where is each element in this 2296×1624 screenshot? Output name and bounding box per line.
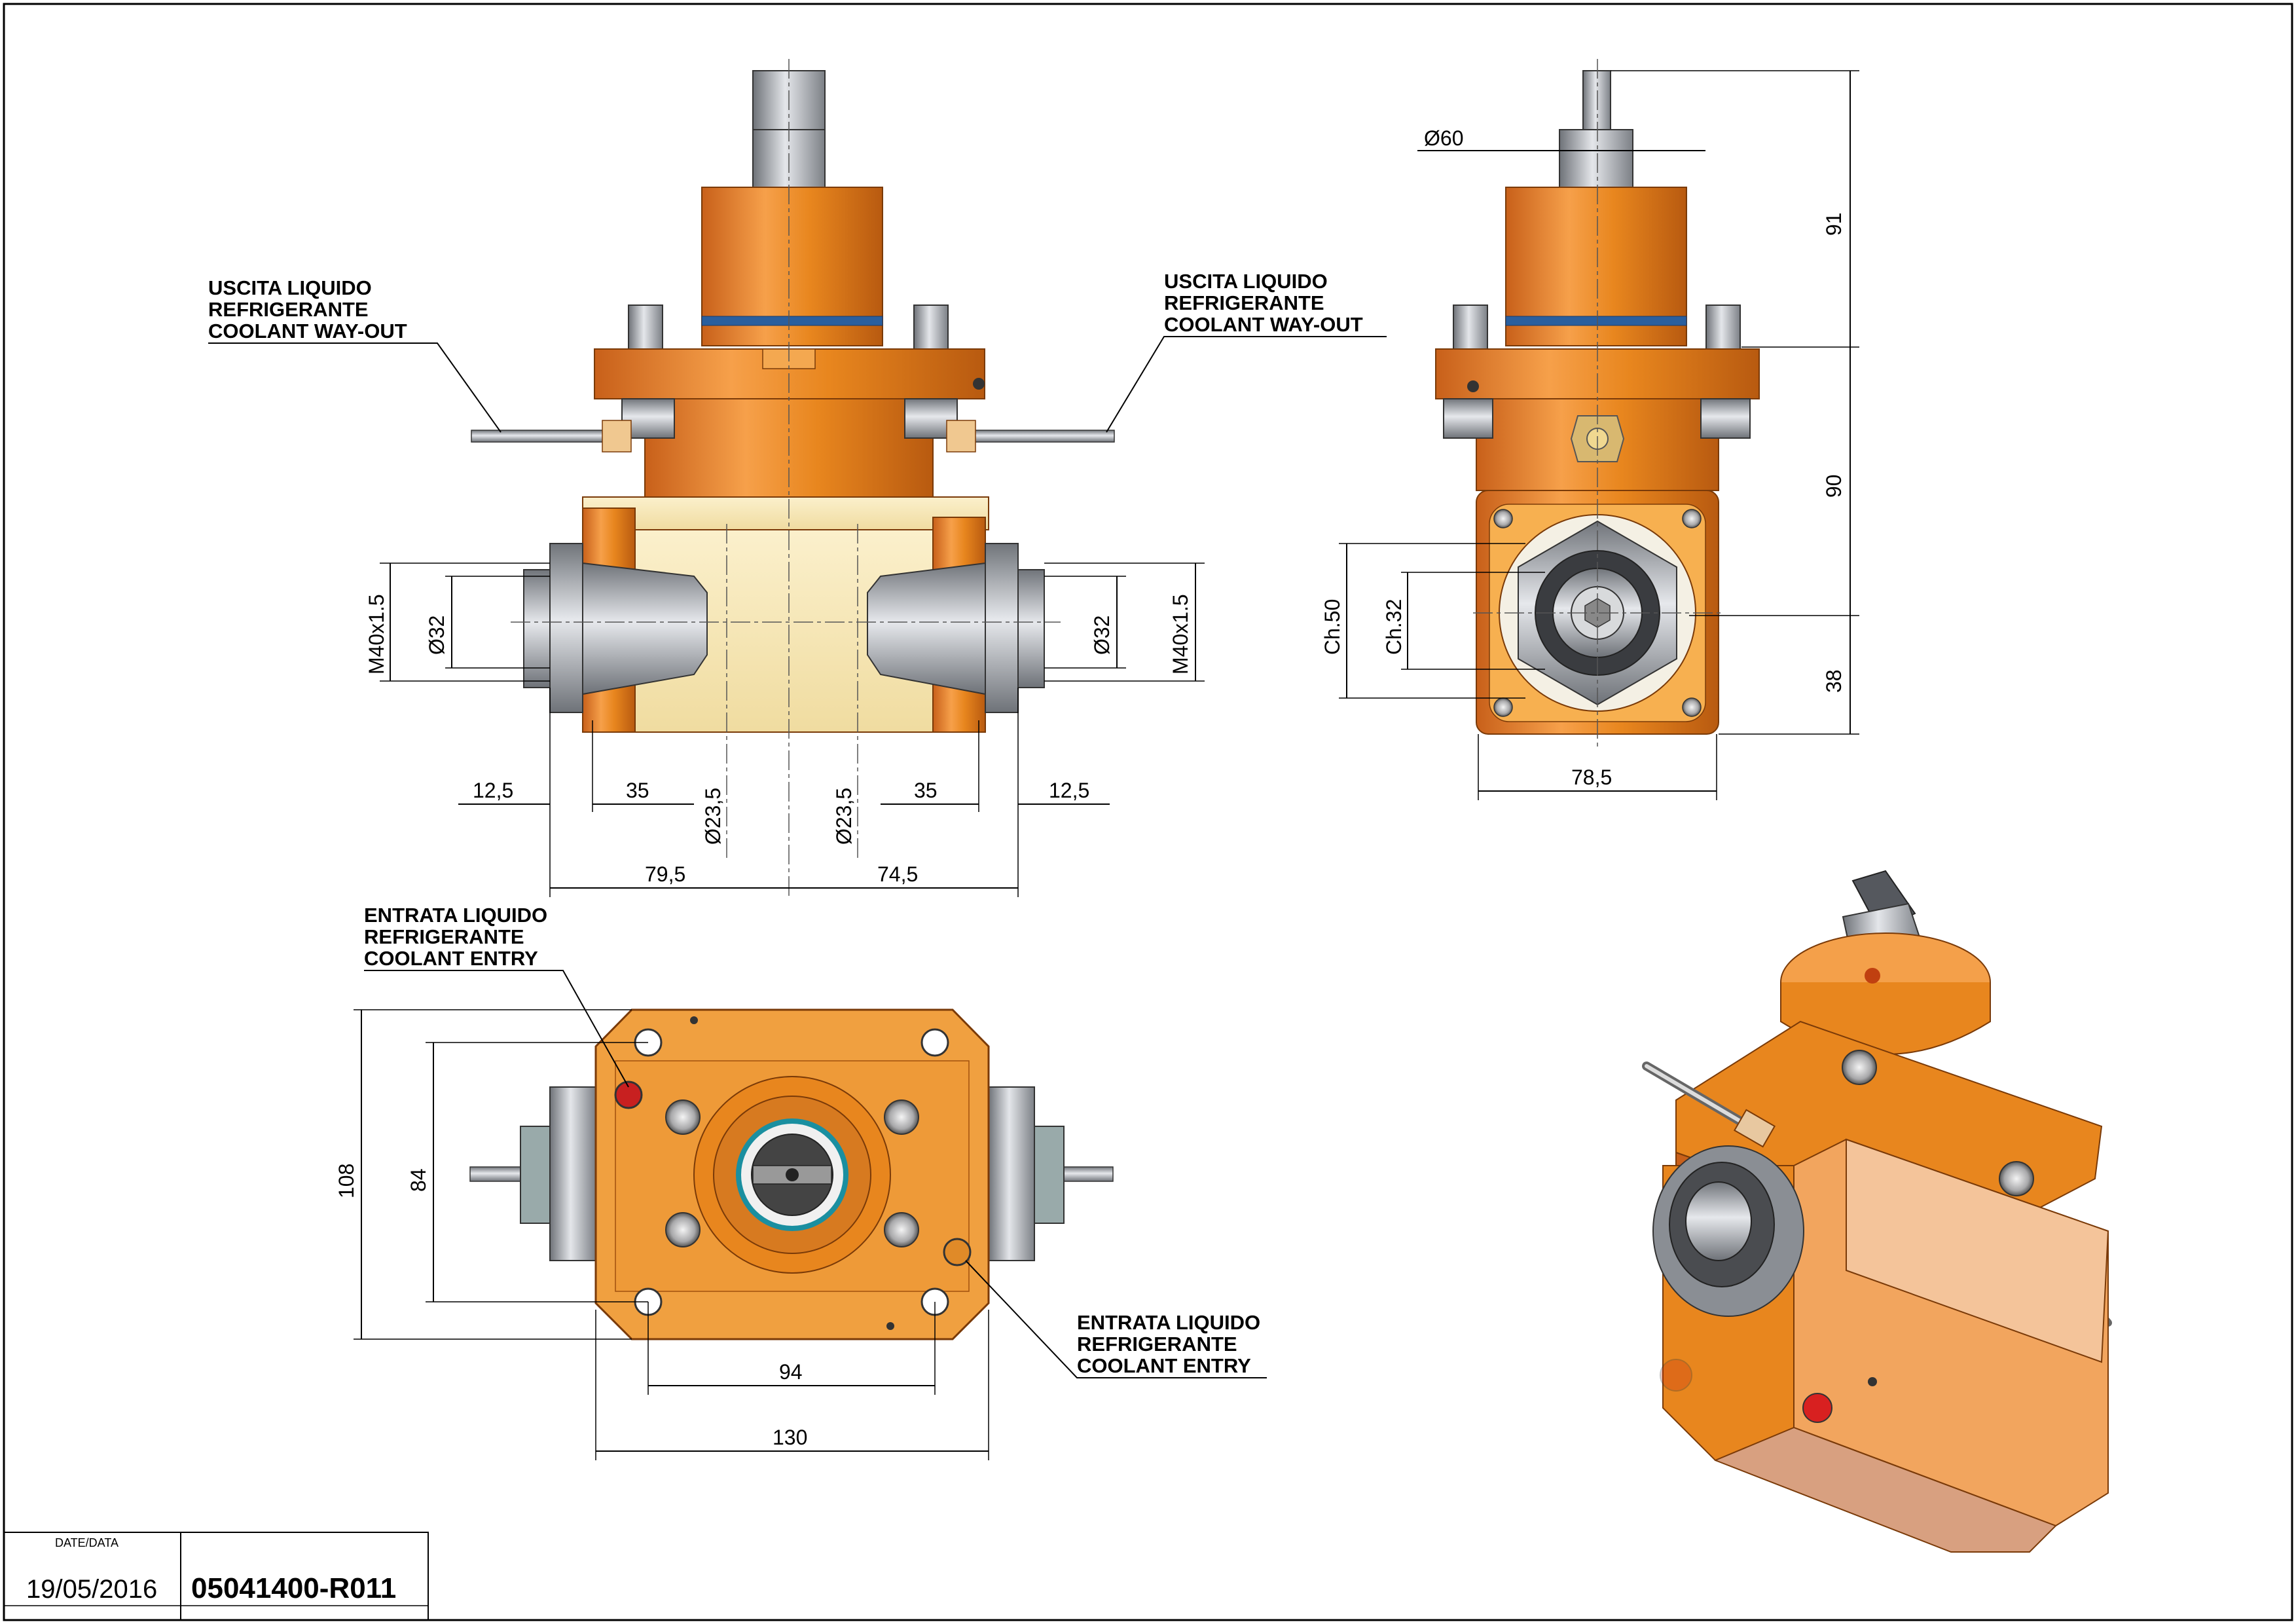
- dim-length-left: 35: [626, 779, 649, 802]
- top-view: [469, 1008, 1114, 1340]
- front-view: [471, 59, 1115, 897]
- drawing-code: 05041400-R011: [191, 1572, 396, 1604]
- svg-text:COOLANT ENTRY: COOLANT ENTRY: [364, 947, 538, 970]
- top-dimensions: 108 84 94 130: [335, 1009, 989, 1460]
- svg-text:REFRIGERANTE: REFRIGERANTE: [364, 925, 524, 948]
- svg-text:REFRIGERANTE: REFRIGERANTE: [1164, 291, 1324, 314]
- dim-height-mid: 90: [1822, 474, 1846, 498]
- svg-text:COOLANT WAY-OUT: COOLANT WAY-OUT: [208, 320, 407, 342]
- date-label: DATE/DATA: [55, 1536, 118, 1549]
- svg-text:ENTRATA LIQUIDO: ENTRATA LIQUIDO: [364, 904, 547, 927]
- dim-length-right: 35: [914, 779, 938, 802]
- dim-hex-outer: Ch.50: [1321, 599, 1344, 655]
- dim-width-outer: 130: [773, 1426, 807, 1449]
- svg-text:REFRIGERANTE: REFRIGERANTE: [1077, 1333, 1237, 1356]
- label-coolant-entry-bottom: ENTRATA LIQUIDO REFRIGERANTE COOLANT ENT…: [965, 1260, 1267, 1378]
- dim-bore-right: Ø32: [1090, 616, 1114, 655]
- dim-overall-right: 74,5: [877, 862, 918, 886]
- side-dimensions: Ø60 91 90 38 Ch.50 Ch.32 78,5: [1321, 70, 1859, 800]
- isometric-view: [1642, 870, 2112, 1553]
- dim-bore-left: Ø32: [425, 616, 448, 655]
- svg-text:ENTRATA LIQUIDO: ENTRATA LIQUIDO: [1077, 1311, 1260, 1334]
- dim-height-inner: 84: [407, 1168, 430, 1192]
- dim-thread-left: M40x1.5: [365, 594, 388, 674]
- dim-dia-right: Ø23,5: [832, 788, 856, 845]
- dim-width: 78,5: [1571, 766, 1612, 789]
- svg-text:REFRIGERANTE: REFRIGERANTE: [208, 298, 369, 321]
- svg-text:COOLANT ENTRY: COOLANT ENTRY: [1077, 1354, 1251, 1377]
- dim-offset-left: 12,5: [473, 779, 513, 802]
- side-view: [1435, 59, 1760, 747]
- svg-text:USCITA LIQUIDO: USCITA LIQUIDO: [1164, 270, 1328, 293]
- front-dimensions: M40x1.5 Ø32 M40x1.5 Ø32 12,5 35 35 12,5 …: [365, 563, 1205, 897]
- dim-height-top: 91: [1822, 212, 1846, 236]
- dim-hex-inner: Ch.32: [1382, 599, 1406, 655]
- svg-text:COOLANT WAY-OUT: COOLANT WAY-OUT: [1164, 313, 1363, 336]
- svg-text:USCITA LIQUIDO: USCITA LIQUIDO: [208, 276, 372, 299]
- dim-dia-left: Ø23,5: [701, 788, 725, 845]
- dim-thread-right: M40x1.5: [1169, 594, 1192, 674]
- dim-offset-right: 12,5: [1049, 779, 1089, 802]
- label-coolant-entry-top: ENTRATA LIQUIDO REFRIGERANTE COOLANT ENT…: [364, 904, 629, 1088]
- dim-shank-dia: Ø60: [1424, 126, 1463, 150]
- dim-width-inner: 94: [779, 1360, 803, 1384]
- dim-height-outer: 108: [335, 1164, 358, 1198]
- sheet-border: [3, 3, 2293, 1621]
- label-coolant-out-left: USCITA LIQUIDO REFRIGERANTE COOLANT WAY-…: [208, 276, 501, 433]
- dim-overall-left: 79,5: [645, 862, 685, 886]
- title-block: DATE/DATA 19/05/2016 05041400-R011: [3, 1532, 429, 1621]
- label-coolant-out-right: USCITA LIQUIDO REFRIGERANTE COOLANT WAY-…: [1106, 270, 1387, 433]
- dim-height-low: 38: [1822, 669, 1846, 693]
- drawing-date: 19/05/2016: [26, 1575, 157, 1604]
